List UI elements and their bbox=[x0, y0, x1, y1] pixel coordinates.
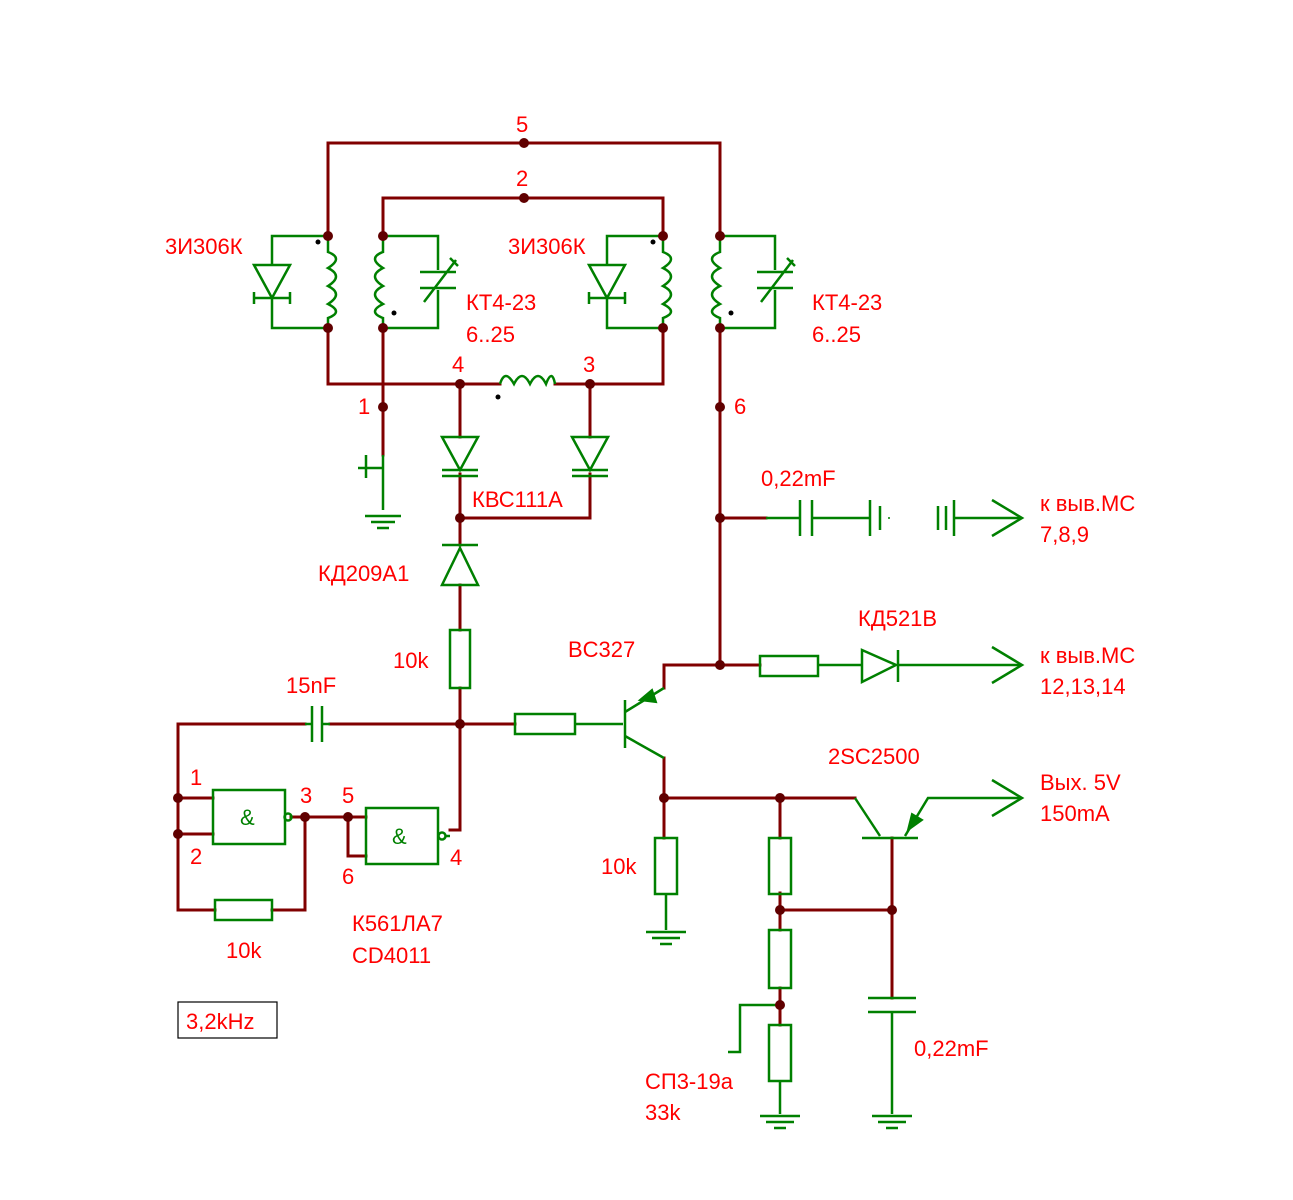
transistor-2sc2500 bbox=[853, 778, 1025, 840]
gate-pin-2: 2 bbox=[190, 844, 202, 869]
cap-bottom-label: 0,22mF bbox=[914, 1036, 989, 1061]
wires bbox=[176, 141, 894, 1027]
resistor-emitter bbox=[646, 836, 686, 946]
diode-pair bbox=[439, 435, 611, 478]
resistor-emitter-label: 10k bbox=[601, 854, 637, 879]
coil-right-b bbox=[710, 234, 796, 330]
nand-gate-1 bbox=[211, 788, 293, 846]
out1-pins: 7,8,9 bbox=[1040, 522, 1089, 547]
trimmer-left-range: 6..25 bbox=[466, 322, 515, 347]
coil-right-a bbox=[650, 236, 673, 328]
out2-pins: 12,13,14 bbox=[1040, 674, 1126, 699]
varicap-right-label: 3И306К bbox=[508, 234, 586, 259]
node-3-label: 3 bbox=[583, 352, 595, 377]
pot-type-label: СП3-19а bbox=[645, 1069, 734, 1094]
diode-kd209 bbox=[440, 543, 480, 587]
coil-left-a bbox=[315, 236, 338, 328]
resistor-feedback-label: 10k bbox=[226, 938, 262, 963]
gate-pin-5: 5 bbox=[342, 783, 354, 808]
resistor-base bbox=[513, 712, 577, 736]
transistor-pnp-label: BC327 bbox=[568, 637, 635, 662]
resistor-10k-top bbox=[448, 628, 472, 690]
resistor-top-label: 10k bbox=[393, 648, 429, 673]
diode-series-label: КД209А1 bbox=[318, 561, 409, 586]
frequency-box bbox=[177, 1001, 278, 1039]
node-5-label: 5 bbox=[516, 112, 528, 137]
node-1-label: 1 bbox=[358, 394, 370, 419]
cap-out-label: 0,22mF bbox=[761, 466, 836, 491]
resistor-feedback bbox=[213, 898, 274, 922]
trimmer-right-range: 6..25 bbox=[812, 322, 861, 347]
labels: 5 2 4 3 1 6 3И306К 3И306К КТ4-23 6..25 К… bbox=[165, 112, 1135, 1125]
varicap-right-symbol bbox=[586, 234, 663, 330]
out2-label: к выв.МС bbox=[1040, 643, 1135, 668]
out3-label: Вых. 5V bbox=[1040, 770, 1121, 795]
gate-pin-4: 4 bbox=[450, 845, 462, 870]
transistor-bc327 bbox=[623, 686, 665, 760]
trimmer-right-type: КТ4-23 bbox=[812, 290, 882, 315]
varicap-left-label: 3И306К bbox=[165, 234, 243, 259]
gate-pin-3: 3 bbox=[300, 783, 312, 808]
node-4-label: 4 bbox=[452, 352, 464, 377]
nand-gate-2 bbox=[364, 806, 450, 866]
junctions bbox=[173, 138, 897, 1010]
pot-value-label: 33k bbox=[645, 1100, 681, 1125]
diode-pair-label: КВС111А bbox=[472, 487, 563, 512]
gate-pin-1: 1 bbox=[190, 765, 202, 790]
components bbox=[211, 234, 1025, 1130]
nand-symbol-2: & bbox=[392, 824, 407, 849]
inductor-4-3 bbox=[495, 374, 557, 400]
node-6-label: 6 bbox=[734, 394, 746, 419]
resistor-divider-mid bbox=[767, 928, 793, 990]
nand-symbol-1: & bbox=[240, 805, 255, 830]
out1-label: к выв.МС bbox=[1040, 491, 1135, 516]
cap-022-top bbox=[766, 498, 1025, 538]
out2-path bbox=[758, 645, 1025, 685]
ic-type-label: К561ЛА7 bbox=[352, 911, 443, 936]
cap-coupling-label: 15nF bbox=[286, 673, 336, 698]
frequency-label: 3,2kHz bbox=[186, 1009, 254, 1034]
coil-left-b bbox=[373, 234, 459, 330]
ic-alt-label: CD4011 bbox=[352, 943, 431, 968]
out3-current: 150mA bbox=[1040, 801, 1110, 826]
varicap-left-symbol bbox=[251, 234, 328, 330]
node1-element bbox=[358, 455, 401, 530]
trimmer-left-type: КТ4-23 bbox=[466, 290, 536, 315]
cap-022-bottom bbox=[868, 996, 916, 1130]
resistor-divider-top bbox=[767, 836, 793, 896]
potentiometer bbox=[728, 1003, 800, 1130]
diode-out-label: КД521В bbox=[858, 606, 937, 631]
transistor-npn-label: 2SC2500 bbox=[828, 744, 920, 769]
node-2-label: 2 bbox=[516, 166, 528, 191]
gate-pin-6: 6 bbox=[342, 864, 354, 889]
cap-15nf bbox=[305, 706, 330, 742]
